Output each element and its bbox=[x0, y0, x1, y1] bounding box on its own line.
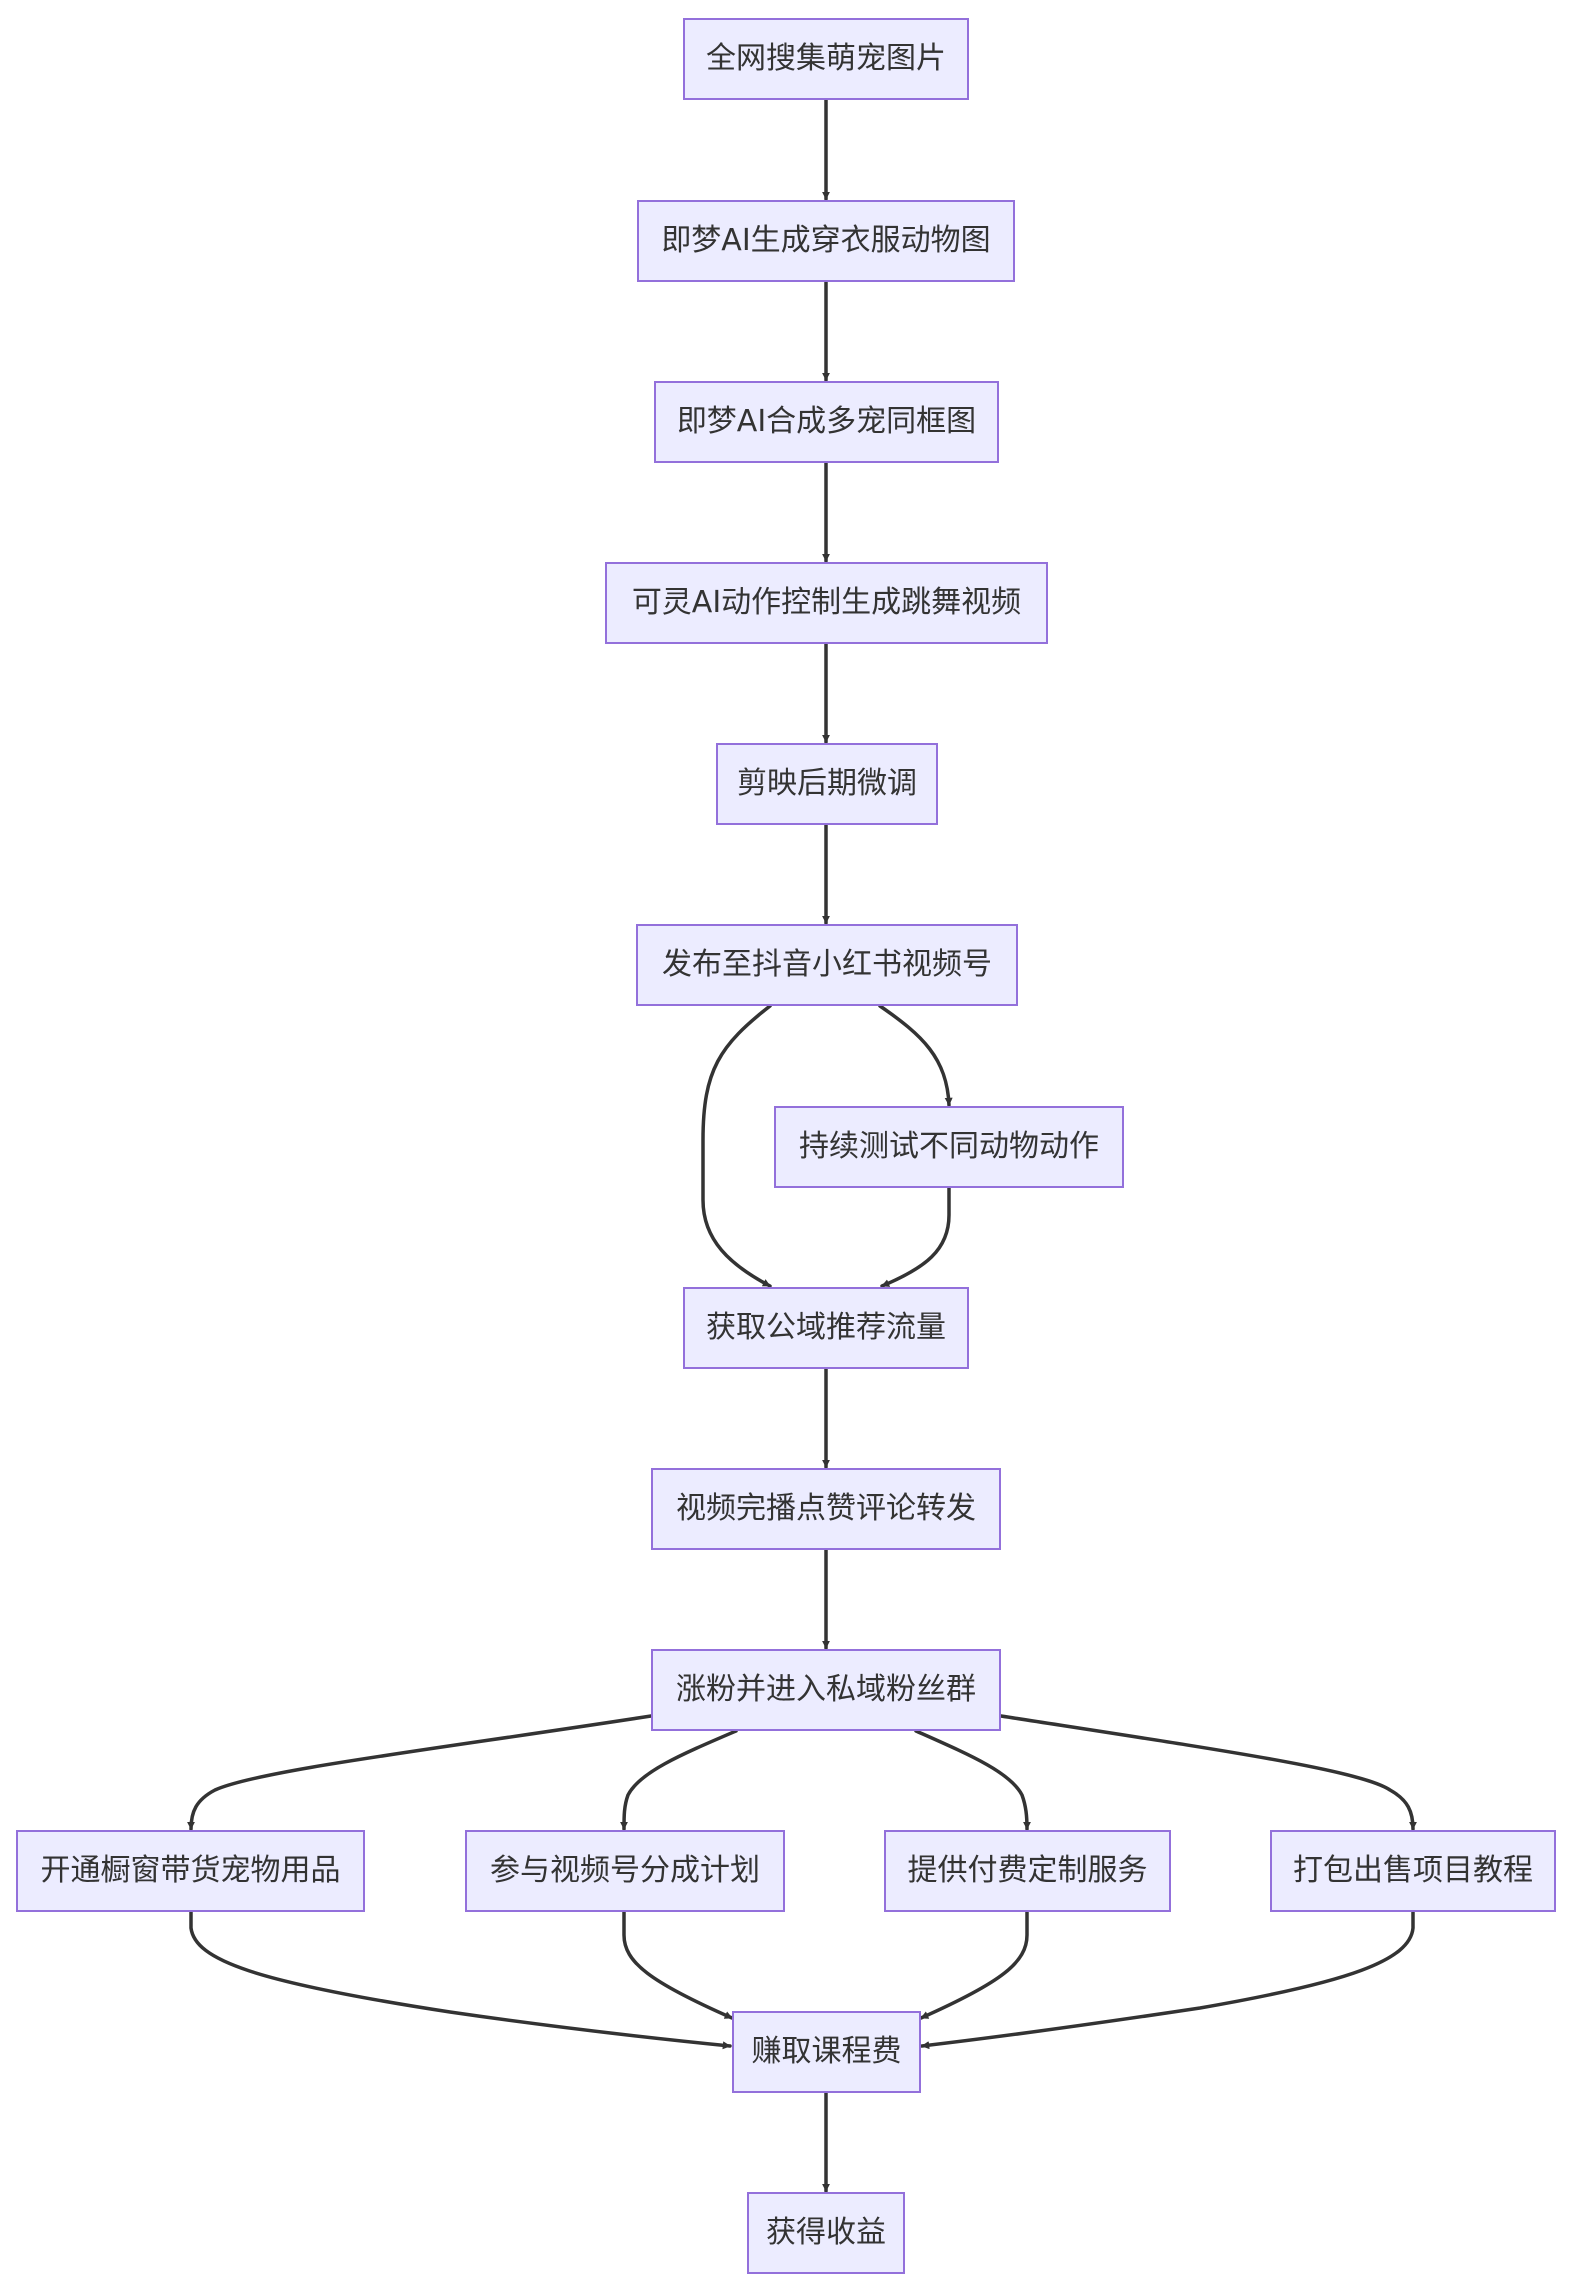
flow-node-gain-fans-private-group: 涨粉并进入私域粉丝群 bbox=[651, 1649, 1001, 1731]
flow-node-paid-custom-service: 提供付费定制服务 bbox=[884, 1830, 1171, 1912]
flow-edge-n10-to-n11 bbox=[187, 1714, 653, 1831]
flow-node-publish-platforms: 发布至抖音小红书视频号 bbox=[636, 924, 1018, 1006]
flow-node-get-income: 获得收益 bbox=[747, 2192, 905, 2274]
flow-edge-n6-to-n7 bbox=[878, 1004, 953, 1107]
flow-edge-n10-to-n14 bbox=[999, 1714, 1417, 1831]
flow-node-generate-clothed-animal-image: 即梦AI生成穿衣服动物图 bbox=[637, 200, 1015, 282]
flow-edge-n7-to-n8 bbox=[880, 1186, 951, 1288]
flow-edge-n11-to-n15 bbox=[189, 1910, 732, 2050]
flow-node-earn-course-fee: 赚取课程费 bbox=[732, 2011, 921, 2093]
flow-edge-n10-to-n12 bbox=[620, 1729, 738, 1831]
flow-node-collect-pet-images: 全网搜集萌宠图片 bbox=[683, 18, 969, 100]
flow-edge-n12-to-n15 bbox=[622, 1910, 734, 2020]
flow-node-get-public-traffic: 获取公域推荐流量 bbox=[683, 1287, 969, 1369]
flow-node-video-engagement: 视频完播点赞评论转发 bbox=[651, 1468, 1001, 1550]
flow-node-generate-dance-video: 可灵AI动作控制生成跳舞视频 bbox=[605, 562, 1048, 644]
flow-node-post-editing: 剪映后期微调 bbox=[716, 743, 938, 825]
flow-edge-n6-to-n8 bbox=[701, 1004, 772, 1288]
flow-node-sell-tutorial: 打包出售项目教程 bbox=[1270, 1830, 1556, 1912]
flow-edge-n10-to-n13 bbox=[914, 1729, 1031, 1831]
flow-node-open-showcase: 开通橱窗带货宠物用品 bbox=[16, 1830, 365, 1912]
flow-node-compose-multi-pet-image: 即梦AI合成多宠同框图 bbox=[654, 381, 999, 463]
flow-node-revenue-share-plan: 参与视频号分成计划 bbox=[465, 1830, 785, 1912]
flow-node-test-animal-actions: 持续测试不同动物动作 bbox=[774, 1106, 1124, 1188]
flow-edge-n13-to-n15 bbox=[919, 1910, 1029, 2020]
flow-edge-n14-to-n15 bbox=[920, 1910, 1415, 2050]
